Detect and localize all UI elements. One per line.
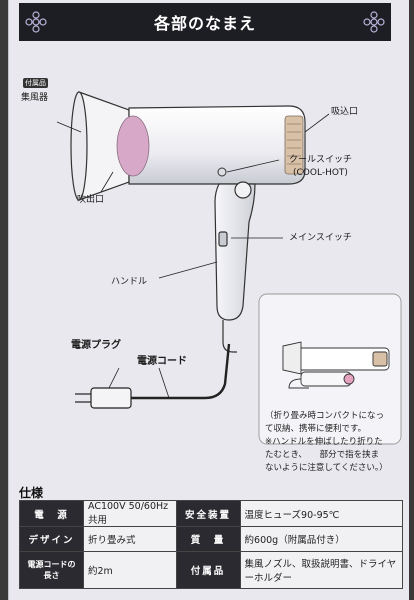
dryer-illustration [56,91,402,445]
label-main-switch: メインスイッチ [289,233,352,243]
spec-value: 集風ノズル、取扱説明書、ドライヤーホルダー [239,551,404,589]
flower-ornament-icon [25,11,47,33]
table-row: デザイン 折り畳み式 質 量 約600g（附属品付き） [19,526,404,552]
fold-note: （折り畳み時コンパクトになっ て収納、携帯に便利です。 ※ハンドルを伸ばしたり折… [265,410,395,475]
fold-note-line: ※ハンドルを伸ばしたり折りた [265,437,383,447]
label-concentrator: 集風器 [21,93,49,103]
table-row: 電源コードの長さ 約2m 付属品 集風ノズル、取扱説明書、ドライヤーホルダー [19,551,404,589]
dryer-diagram: 付属品 集風器 吹出口 吸込口 クールスイッチ (COOL-HOT) メインスイ… [9,42,409,502]
power-cord [129,343,231,400]
spec-header: 安全装置 [175,500,241,527]
page-title: 各部のなまえ [153,14,256,33]
label-plug: 電源プラグ [71,340,121,351]
manual-page: 各部のなまえ [8,0,409,600]
spec-heading: 仕様 [19,486,44,500]
spec-value: 折り畳み式 [83,526,177,552]
power-plug [75,387,132,409]
folded-inset [258,293,402,445]
spec-value: AC100V 50/60Hz共用 [83,500,177,527]
spec-header: 質 量 [175,526,241,552]
fold-note-line: ないように注意してください。） [265,463,388,473]
fold-note-line: て収納、携帯に便利です。 [265,424,367,434]
spec-header: デザイン [19,526,84,552]
spec-value: 約600g（附属品付き） [239,526,404,552]
title-bar: 各部のなまえ [19,3,391,41]
label-cool-switch: クールスイッチ [289,155,353,165]
spec-table: 電 源 AC100V 50/60Hz共用 安全装置 温度ヒューズ90-95℃ デ… [19,500,404,589]
label-outlet: 吹出口 [77,195,105,205]
dryer-handle [214,181,256,353]
spec-value: 約2m [83,551,177,589]
label-cool-switch-sub: (COOL-HOT) [293,168,348,178]
spec-value: 温度ヒューズ90-95℃ [239,500,404,527]
fold-note-line: （折り畳み時コンパクトになっ [265,411,385,421]
fold-note-line: たむとき、 部分で指を挟ま [265,450,380,460]
cool-switch-button [217,167,227,177]
label-handle: ハンドル [111,277,148,287]
label-cord: 電源コード [137,356,187,367]
label-intake: 吸込口 [331,107,359,117]
spec-header: 電 源 [19,500,84,527]
spec-header: 付属品 [175,551,241,589]
dryer-body [70,91,306,201]
table-row: 電 源 AC100V 50/60Hz共用 安全装置 温度ヒューズ90-95℃ [19,500,404,527]
flower-ornament-icon [363,11,385,33]
accessory-tag: 付属品 [23,78,48,88]
spec-header: 電源コードの長さ [19,551,84,589]
